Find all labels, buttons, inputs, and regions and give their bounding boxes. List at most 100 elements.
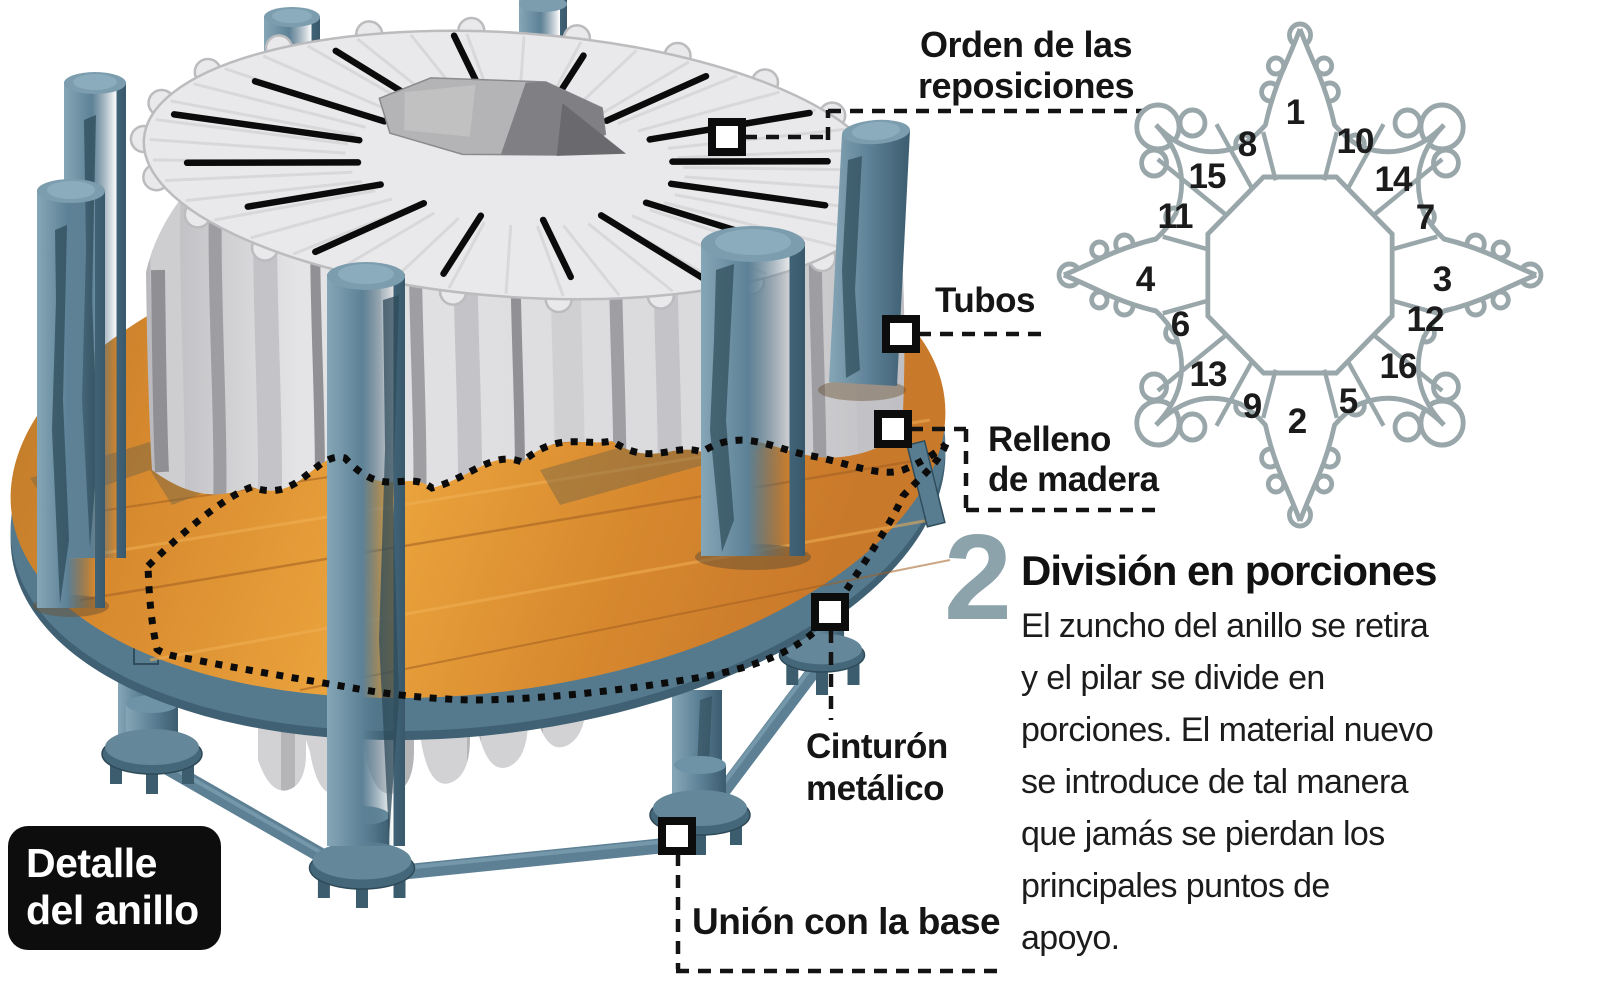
body-line: apoyo. <box>1021 919 1120 957</box>
star-outline <box>1154 28 1303 155</box>
trefoil-knob <box>1139 147 1169 179</box>
division-guide-line <box>603 72 710 125</box>
trefoil-knob <box>1431 371 1461 403</box>
base-flange-top <box>312 841 412 880</box>
label-line: Relleno <box>988 420 1111 459</box>
flute-ray <box>535 225 565 297</box>
flute-ray <box>340 211 436 270</box>
orden-marker <box>708 118 746 156</box>
portion-number-16: 16 <box>1379 347 1418 386</box>
union-marker <box>658 817 696 855</box>
pier-top-face <box>129 16 901 314</box>
cinturon-marker <box>811 593 849 631</box>
label-line: Orden de las <box>919 24 1133 65</box>
flute-ray <box>677 148 866 160</box>
division-guide-line <box>170 111 363 144</box>
flute-ray <box>149 137 346 155</box>
portion-divider <box>1345 123 1386 192</box>
portion-number-5: 5 <box>1338 382 1358 421</box>
portion-number-6: 6 <box>1170 305 1190 344</box>
trefoil-knob <box>1392 411 1423 443</box>
label-line: reposiciones <box>917 65 1135 106</box>
portion-divider <box>1345 358 1386 427</box>
division-guide-line <box>183 159 362 167</box>
portion-number-1: 1 <box>1285 93 1305 132</box>
division-guide-line <box>539 216 574 281</box>
flute-ray <box>193 82 367 129</box>
portion-divider <box>1214 358 1255 427</box>
label-line: Cinturón <box>806 727 948 766</box>
tubes <box>33 72 910 846</box>
label-line: metálico <box>806 769 944 808</box>
division-guide-line <box>440 212 485 277</box>
detail-badge: Detalle del anillo <box>8 826 221 950</box>
trefoil-knob <box>1177 411 1208 443</box>
callout-label-union: Unión con la base <box>692 901 1001 942</box>
callout-markers <box>658 118 920 855</box>
badge-line: Detalle <box>26 840 157 886</box>
belt-dotted-outline <box>144 436 950 704</box>
division-guide-line <box>667 180 829 209</box>
portion-divider <box>1162 298 1210 316</box>
portion-number-2: 2 <box>1287 402 1307 441</box>
portion-number-12: 12 <box>1406 300 1445 339</box>
leader-relleno <box>910 426 1163 513</box>
flute-ray <box>447 221 486 289</box>
portion-divider <box>1372 157 1444 217</box>
portion-number-15: 15 <box>1188 157 1227 196</box>
flute-ray <box>214 189 376 222</box>
portion-divider <box>1162 234 1210 252</box>
flute-ray <box>587 222 674 293</box>
portion-divider <box>1261 131 1278 181</box>
flute-ray <box>250 197 393 240</box>
portion-number-7: 7 <box>1415 198 1435 237</box>
leader-union <box>675 853 998 974</box>
body-line: El zuncho del anillo se retira <box>1021 607 1429 645</box>
step-number: 2 <box>944 509 1012 645</box>
flute-ray <box>164 170 353 182</box>
flute-ray <box>392 217 460 281</box>
tubos-marker <box>882 315 920 353</box>
portion-divider <box>1156 157 1228 217</box>
division-guide-line <box>251 78 388 125</box>
base-flange-top <box>105 729 199 765</box>
body-line: que jamás se pierdan los <box>1021 815 1385 853</box>
relleno-marker <box>874 410 912 448</box>
division-guide-line <box>597 212 707 282</box>
base-flange-top <box>782 633 862 665</box>
base-beams <box>150 661 823 882</box>
flute-ray <box>674 193 860 231</box>
base-top <box>674 756 726 774</box>
portion-divider <box>1261 369 1278 419</box>
portion-divider <box>1390 298 1438 316</box>
division-guide-line <box>244 181 384 210</box>
body-line: porciones. El material nuevo <box>1021 711 1434 749</box>
step-body: El zuncho del anillo se retira y el pila… <box>1021 600 1596 964</box>
callout-label-orden: Orden de las reposiciones <box>890 24 1162 106</box>
octagon-core <box>1205 174 1395 376</box>
portion-divider <box>1390 234 1438 252</box>
label-line: de madera <box>988 460 1159 499</box>
body-line: principales puntos de <box>1021 867 1330 905</box>
portion-number-8: 8 <box>1237 125 1257 164</box>
portion-divider <box>1322 369 1339 419</box>
flute-ray <box>617 74 738 125</box>
portion-number-10: 10 <box>1336 122 1375 161</box>
portion-number-14: 14 <box>1374 160 1413 199</box>
portion-number-3: 3 <box>1432 260 1452 299</box>
flute-ray <box>637 90 780 133</box>
callout-label-tubos: Tubos <box>935 281 1035 320</box>
tube <box>695 226 811 570</box>
trefoil-knob <box>1177 107 1208 139</box>
flute-ray <box>262 54 399 116</box>
callout-label-cinturon: Cinturón metálico <box>806 726 948 810</box>
division-guide-line <box>669 158 831 165</box>
flute-ray <box>562 224 621 297</box>
leader-lines <box>675 108 1163 974</box>
division-guide-line <box>312 200 428 256</box>
badge-line: del anillo <box>26 887 199 933</box>
step-title: División en porciones <box>1021 547 1437 594</box>
star-outline <box>1154 395 1303 522</box>
